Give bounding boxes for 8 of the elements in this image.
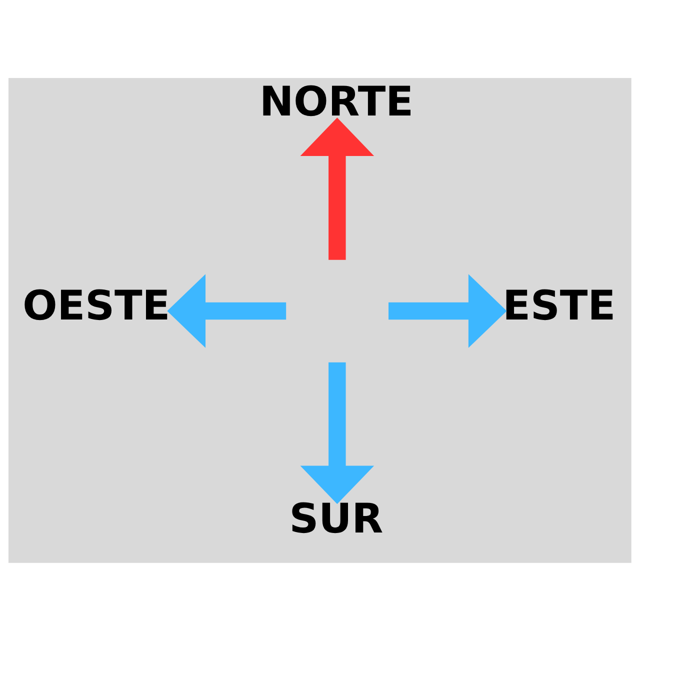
node-text: ESTE: [502, 280, 616, 329]
node-text: NORTE: [260, 76, 414, 125]
arrow: [388, 274, 507, 348]
arrow: [167, 274, 286, 348]
arrow: [300, 117, 374, 260]
node-text: OESTE: [22, 280, 170, 329]
node-text: SUR: [289, 494, 384, 542]
arrow: [300, 362, 374, 504]
